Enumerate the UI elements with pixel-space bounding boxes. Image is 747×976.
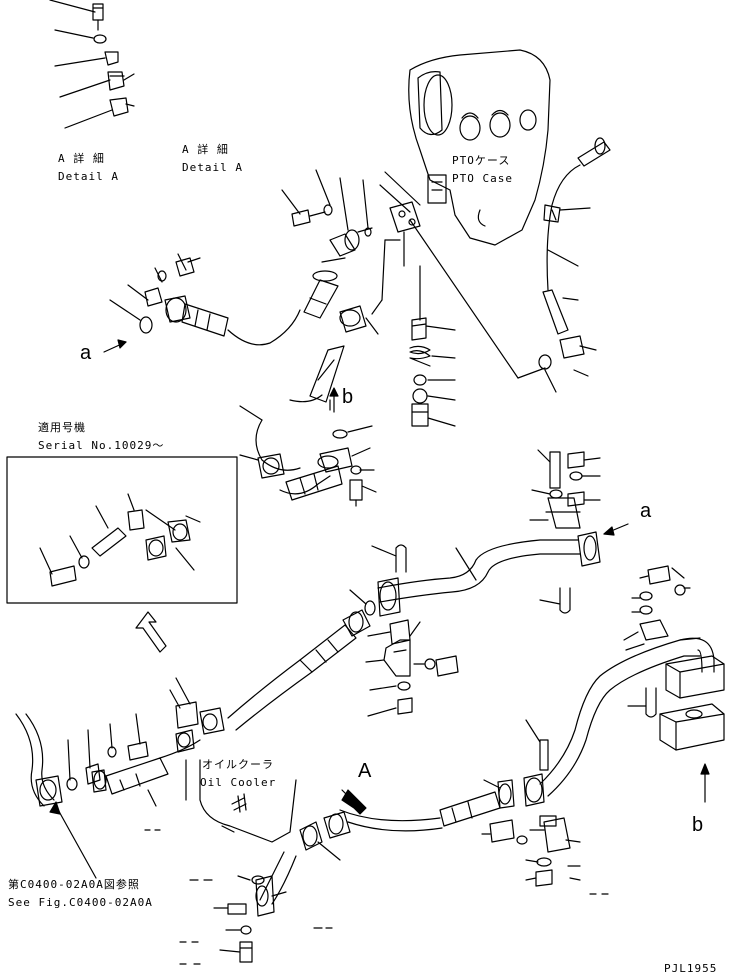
detail-a-top-parts <box>49 0 135 129</box>
upper-hose-assembly <box>103 169 421 353</box>
detail-a-jp-right: A 詳 細 <box>182 143 229 156</box>
serial-en-label: Serial No.10029～ <box>38 439 165 452</box>
main-pipes <box>169 449 629 753</box>
pto-case-en-label: PTO Case <box>452 172 513 185</box>
callout-a-right: a <box>640 500 652 522</box>
center-valve-stack <box>409 265 456 427</box>
middle-hose-loop <box>239 305 379 507</box>
pto-case-jp-label: PTOケース <box>452 154 511 167</box>
oil-cooler-en-label: Oil Cooler <box>200 776 277 789</box>
left-lower-hose <box>15 713 201 879</box>
right-lower-pipe <box>339 565 725 887</box>
callout-b-upper: b <box>342 386 354 408</box>
oil-cooler-jp-label: オイルクーラ <box>202 758 274 771</box>
callout-b-right: b <box>692 814 704 836</box>
right-upper-tube <box>409 137 611 393</box>
oil-cooler-body <box>185 759 367 963</box>
callout-a-upper: a <box>80 342 92 364</box>
see-fig-jp-label: 第C0400-02A0A図参照 <box>8 878 140 891</box>
serial-jp-label: 適用号機 <box>38 421 86 434</box>
see-fig-en-label: See Fig.C0400-02A0A <box>8 896 153 909</box>
detail-a-jp-left: A 詳 細 <box>58 152 105 165</box>
serial-inset-box <box>6 456 238 604</box>
callout-A: A <box>358 760 372 782</box>
large-up-arrow <box>135 611 167 653</box>
dash-leaders <box>144 829 609 965</box>
detail-a-en-left: Detail A <box>58 170 119 183</box>
pto-case-housing <box>408 49 551 246</box>
detail-a-en-right: Detail A <box>182 161 243 174</box>
drawing-id: PJL1955 <box>664 962 718 975</box>
